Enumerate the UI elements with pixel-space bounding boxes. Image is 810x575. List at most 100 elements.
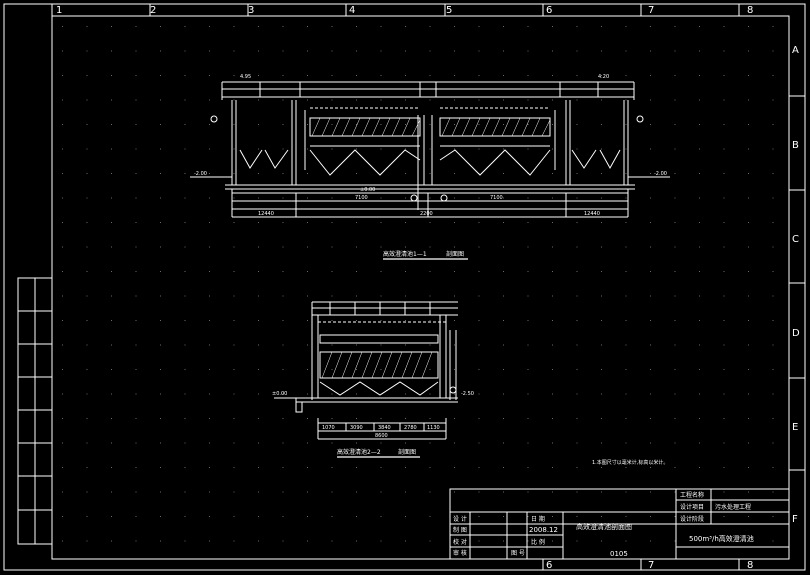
grid-dot: [282, 50, 284, 52]
grid-dot: [723, 197, 725, 199]
grid-dot: [429, 148, 431, 150]
grid-dot: [62, 173, 63, 174]
grid-dot: [184, 246, 186, 248]
grid-dot: [184, 320, 186, 321]
grid-dot: [429, 271, 431, 272]
grid-dot: [380, 369, 382, 370]
grid-dot: [160, 442, 161, 444]
grid-dot: [307, 124, 308, 125]
grid-dot: [160, 246, 161, 248]
grid-dot: [233, 99, 235, 101]
grid-dot: [86, 295, 88, 297]
grid-dot: [601, 442, 602, 444]
grid-dot: [160, 99, 161, 101]
grid-dot: [307, 442, 308, 444]
col-label-8: 8: [747, 5, 753, 16]
grid-dot: [576, 50, 578, 52]
grid-dot: [307, 320, 308, 321]
grid-dot: [209, 99, 210, 101]
grid-dot: [748, 99, 749, 101]
grid-dot: [552, 320, 553, 321]
grid-dot: [552, 295, 553, 297]
grid-dot: [356, 442, 357, 444]
grid-dot: [405, 320, 406, 321]
grid-dot: [356, 295, 357, 297]
grid-dot: [380, 124, 382, 125]
grid-dot: [135, 344, 137, 346]
grid-dot: [86, 442, 88, 444]
grid-dot: [356, 540, 357, 542]
grid-dot: [233, 442, 235, 444]
grid-dot: [331, 442, 333, 444]
grid-dot: [356, 418, 357, 419]
grid-dot: [184, 222, 186, 223]
grid-dot: [748, 393, 749, 395]
grid-dot: [111, 124, 112, 125]
grid-dot: [356, 271, 357, 272]
grid-dot: [258, 148, 259, 150]
grid-dot: [62, 295, 63, 297]
grid-dot: [576, 124, 578, 125]
grid-dot: [772, 99, 774, 101]
grid-dot: [111, 197, 112, 199]
grid-dot: [503, 418, 504, 419]
grid-dot: [258, 222, 259, 223]
tb-row3-col2: 比 例: [531, 538, 545, 546]
grid-dot: [258, 442, 259, 444]
grid-dot: [699, 540, 700, 542]
grid-dot: [258, 418, 259, 419]
grid-dot: [625, 516, 627, 517]
grid-dot: [454, 540, 455, 542]
grid-dot: [405, 75, 406, 76]
grid-dot: [86, 418, 88, 419]
grid-dot: [478, 124, 480, 125]
left-binding-table: [17, 277, 53, 545]
grid-dot: [772, 75, 774, 76]
grid-dot: [86, 197, 88, 199]
grid-dot: [723, 246, 725, 248]
grid-dot: [478, 516, 480, 517]
grid-dot: [184, 418, 186, 419]
grid-dot: [699, 271, 700, 272]
grid-dot: [135, 369, 137, 370]
grid-dot: [527, 491, 529, 493]
grid-dot: [160, 295, 161, 297]
grid-dot: [184, 124, 186, 125]
grid-dot: [699, 418, 700, 419]
grid-dot: [748, 26, 749, 27]
grid-dot: [552, 246, 553, 248]
grid-dot: [625, 369, 627, 370]
grid-dot: [282, 418, 284, 419]
grid-dot: [258, 124, 259, 125]
grid-dot: [674, 50, 676, 52]
grid-dot: [503, 50, 504, 52]
bottom-col-label-8: 8: [747, 560, 753, 571]
grid-dot: [429, 173, 431, 174]
grid-dot: [209, 467, 210, 468]
grid-dot: [503, 26, 504, 27]
grid-dot: [429, 320, 431, 321]
grid-dot: [233, 246, 235, 248]
grid-dot: [184, 491, 186, 493]
grid-dot: [86, 26, 88, 27]
grid-dot: [380, 99, 382, 101]
grid-dot: [699, 320, 700, 321]
grid-dot: [160, 271, 161, 272]
grid-dot: [86, 271, 88, 272]
grid-dot: [772, 295, 774, 297]
grid-dot: [748, 442, 749, 444]
grid-dot: [454, 222, 455, 223]
grid-dot: [748, 491, 749, 493]
grid-dot: [184, 295, 186, 297]
grid-dot: [674, 197, 676, 199]
grid-dot: [405, 516, 406, 517]
grid-dot: [258, 173, 259, 174]
col-label-7: 7: [648, 5, 654, 16]
grid-dot: [209, 246, 210, 248]
col-label-6: 6: [546, 5, 552, 16]
grid-dot: [209, 491, 210, 493]
tb-design-project-value: 污水处理工程: [715, 503, 751, 511]
grid-dot: [184, 516, 186, 517]
grid-dot: [503, 467, 504, 468]
grid-dot: [258, 246, 259, 248]
